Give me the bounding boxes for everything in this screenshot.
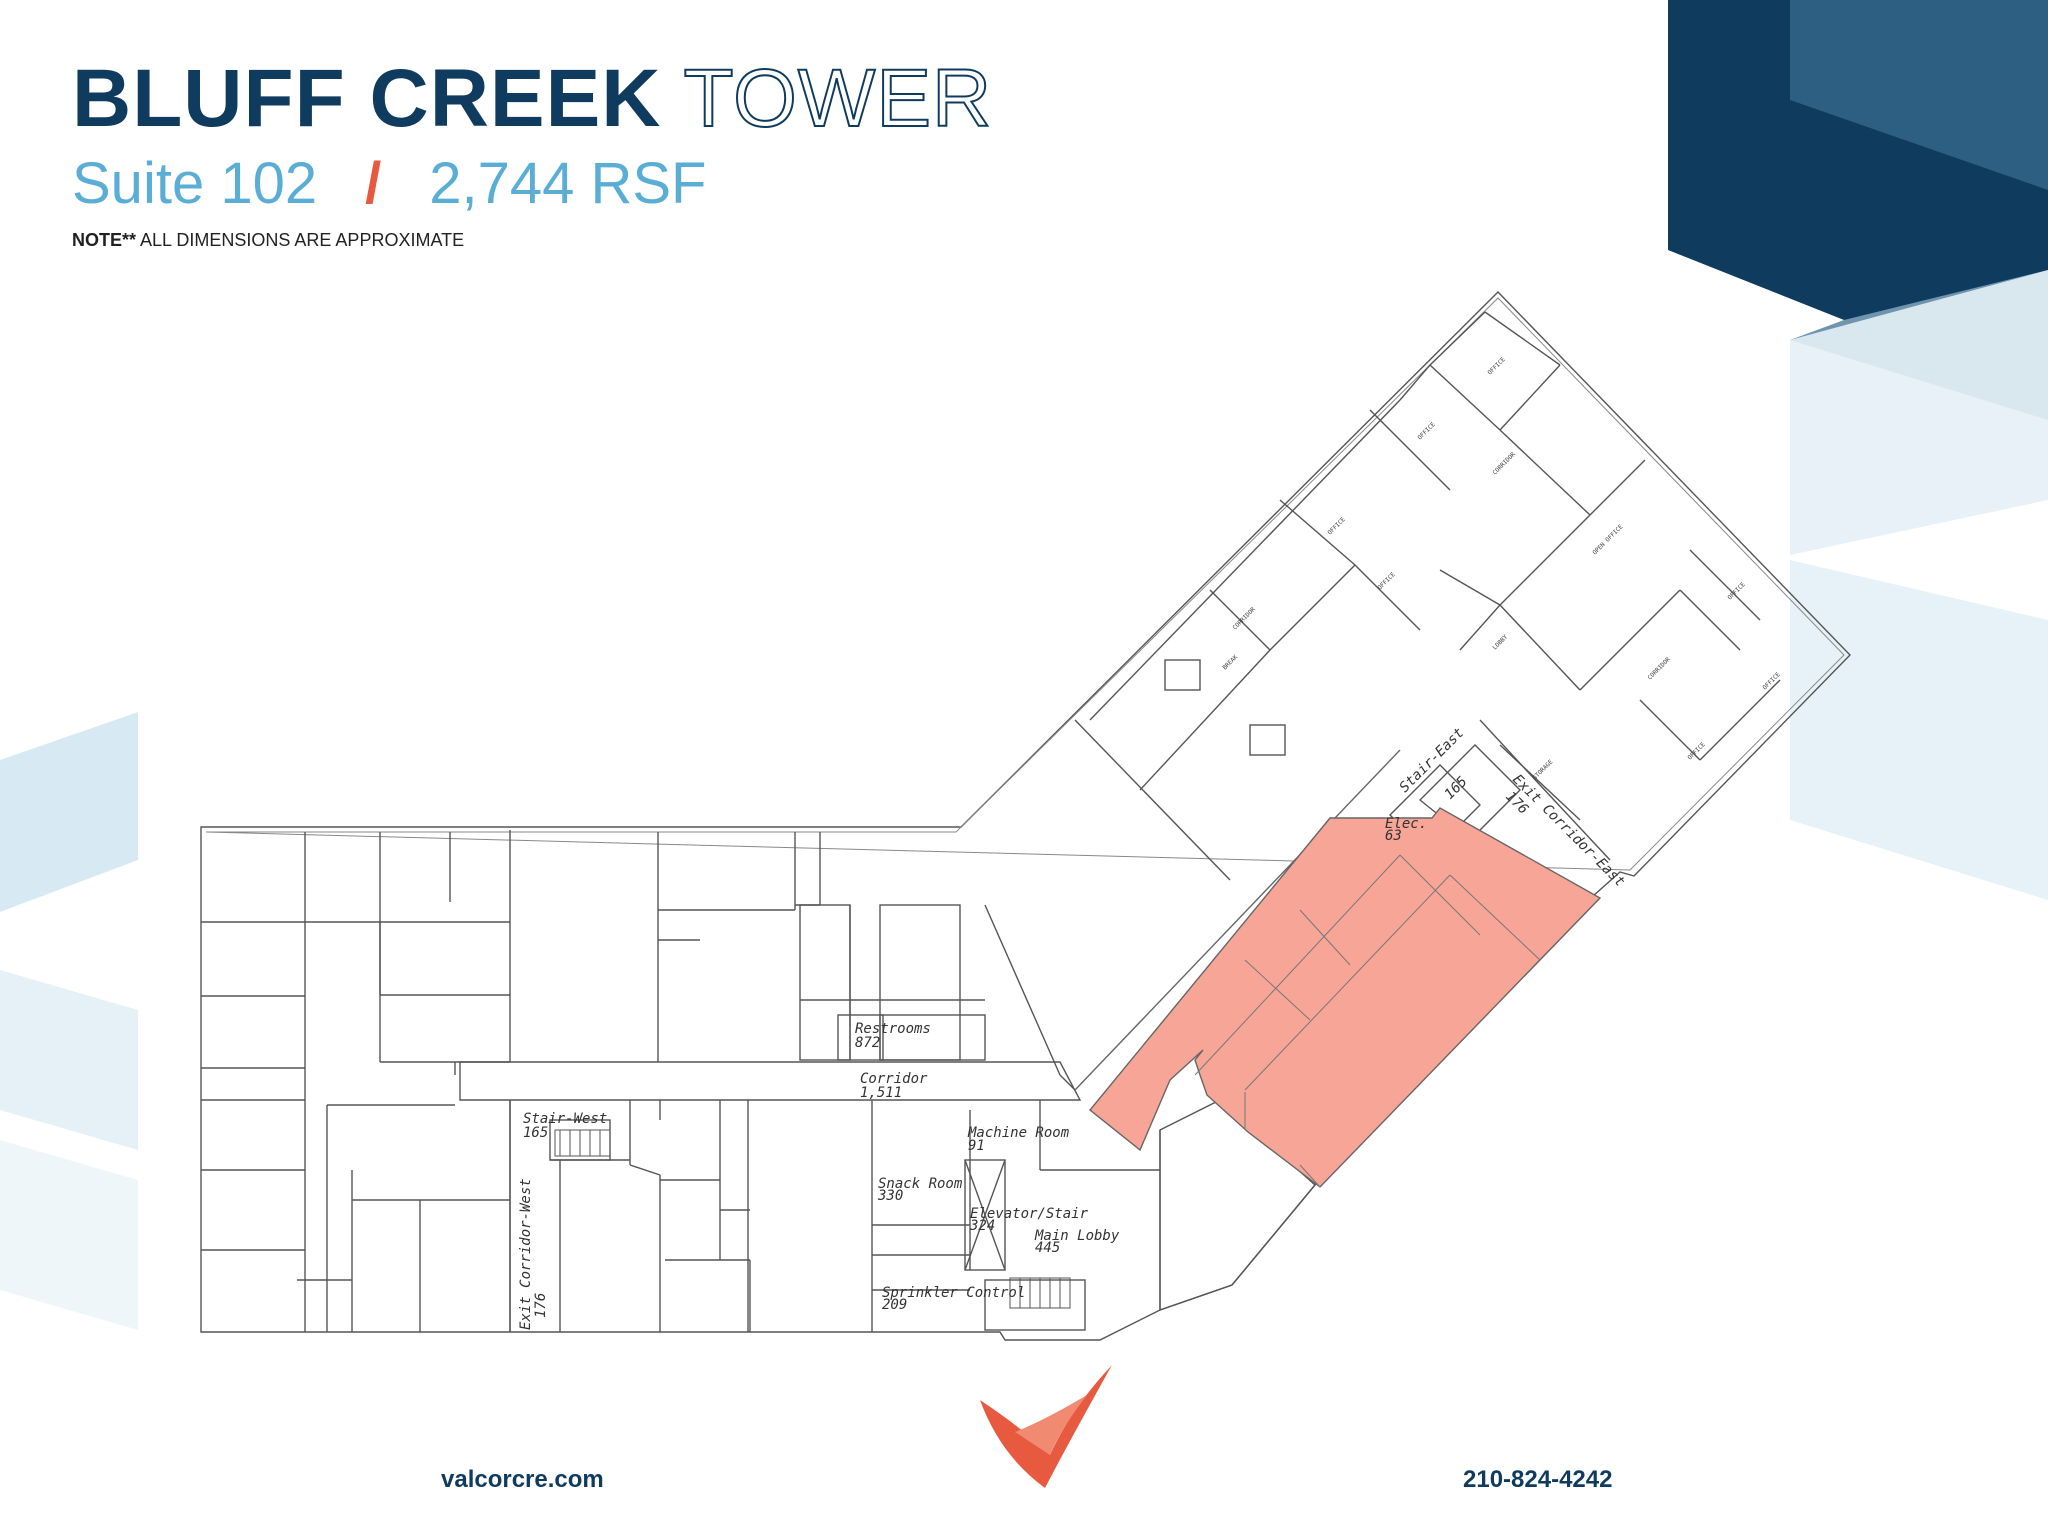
stair-symbols bbox=[554, 1129, 1071, 1309]
label-main-lobby-num: 445 bbox=[1035, 1240, 1060, 1256]
small-label-9: CORRIDOR bbox=[1646, 656, 1672, 682]
suite-102-highlight[interactable] bbox=[1089, 807, 1602, 1188]
pale-facet-left-1 bbox=[0, 712, 138, 912]
label-stair-west: Stair-West bbox=[523, 1111, 607, 1127]
label-main-lobby: Main Lobby bbox=[1034, 1228, 1120, 1244]
pale-facet-right bbox=[1790, 560, 2048, 900]
label-sprinkler-control: Sprinkler Control bbox=[882, 1285, 1025, 1301]
label-sprinkler-control-num: 209 bbox=[882, 1297, 907, 1313]
footer-phone-link[interactable]: 210-824-4242 bbox=[1463, 1466, 1613, 1493]
label-elec-num: 63 bbox=[1385, 828, 1402, 844]
label-restrooms: Restrooms bbox=[855, 1021, 931, 1037]
label-stair-west-num: 165 bbox=[523, 1125, 548, 1141]
small-label-3: OFFICE bbox=[1326, 516, 1347, 537]
label-machine-room: Machine Room bbox=[967, 1125, 1070, 1141]
label-snack-room-num: 330 bbox=[877, 1188, 903, 1204]
title-bold: BLUFF CREEK bbox=[72, 53, 662, 144]
label-corridor-num: 1,511 bbox=[860, 1085, 902, 1101]
small-label-5: OPEN OFFICE bbox=[1591, 523, 1624, 556]
suite-area: 2,744 RSF bbox=[429, 151, 707, 216]
label-corridor: Corridor bbox=[860, 1071, 928, 1087]
small-label-8: LOBBY bbox=[1491, 633, 1509, 651]
small-label-1: OFFICE bbox=[1416, 421, 1437, 442]
small-label-13: OFFICE bbox=[1686, 741, 1707, 762]
subtitle-separator: / bbox=[365, 151, 382, 216]
small-label-7: BREAK bbox=[1221, 653, 1239, 671]
small-label-2: CORRIDOR bbox=[1491, 451, 1517, 477]
label-exit-corridor-west-num: 176 bbox=[533, 1293, 549, 1318]
small-label-6: CORRIDOR bbox=[1231, 606, 1257, 632]
label-restrooms-num: 872 bbox=[855, 1035, 880, 1051]
label-elec: Elec. bbox=[1385, 816, 1427, 832]
label-stair-east-num: 165 bbox=[1442, 774, 1471, 803]
suite-subtitle: Suite 102 / 2,744 RSF bbox=[72, 150, 706, 217]
pale-facet-upper bbox=[1790, 270, 2048, 555]
title-outline: TOWER bbox=[683, 52, 993, 145]
label-elevator-stair: Elevator/Stair bbox=[970, 1206, 1089, 1222]
small-label-12: STORAGE bbox=[1531, 758, 1554, 781]
label-machine-room-num: 91 bbox=[968, 1138, 985, 1154]
ne-wing-labels: OFFICE OFFICE CORRIDOR OFFICE OFFICE OPE… bbox=[1221, 356, 1782, 782]
valcor-chevron-logo-icon bbox=[980, 1365, 1112, 1488]
suite-number: Suite 102 bbox=[72, 151, 318, 216]
note-label: NOTE** bbox=[72, 230, 137, 250]
small-label-4: OFFICE bbox=[1376, 571, 1397, 592]
pale-facet-left-2 bbox=[0, 970, 138, 1150]
small-label-0: OFFICE bbox=[1486, 356, 1507, 377]
building-outline bbox=[200, 291, 1851, 1341]
label-exit-corridor-west: Exit Corridor-West bbox=[518, 1178, 534, 1330]
mid-blue-facet bbox=[1790, 0, 2048, 190]
label-snack-room: Snack Room bbox=[878, 1176, 963, 1192]
small-label-10: OFFICE bbox=[1726, 581, 1747, 602]
pale-facet-left-3 bbox=[0, 1140, 138, 1330]
label-elevator-stair-num: 324 bbox=[969, 1218, 995, 1234]
note-text: ALL DIMENSIONS ARE APPROXIMATE bbox=[140, 230, 465, 250]
footer-website-link[interactable]: valcorcre.com bbox=[441, 1466, 604, 1493]
dimensions-note: NOTE** ALL DIMENSIONS ARE APPROXIMATE bbox=[72, 230, 464, 251]
